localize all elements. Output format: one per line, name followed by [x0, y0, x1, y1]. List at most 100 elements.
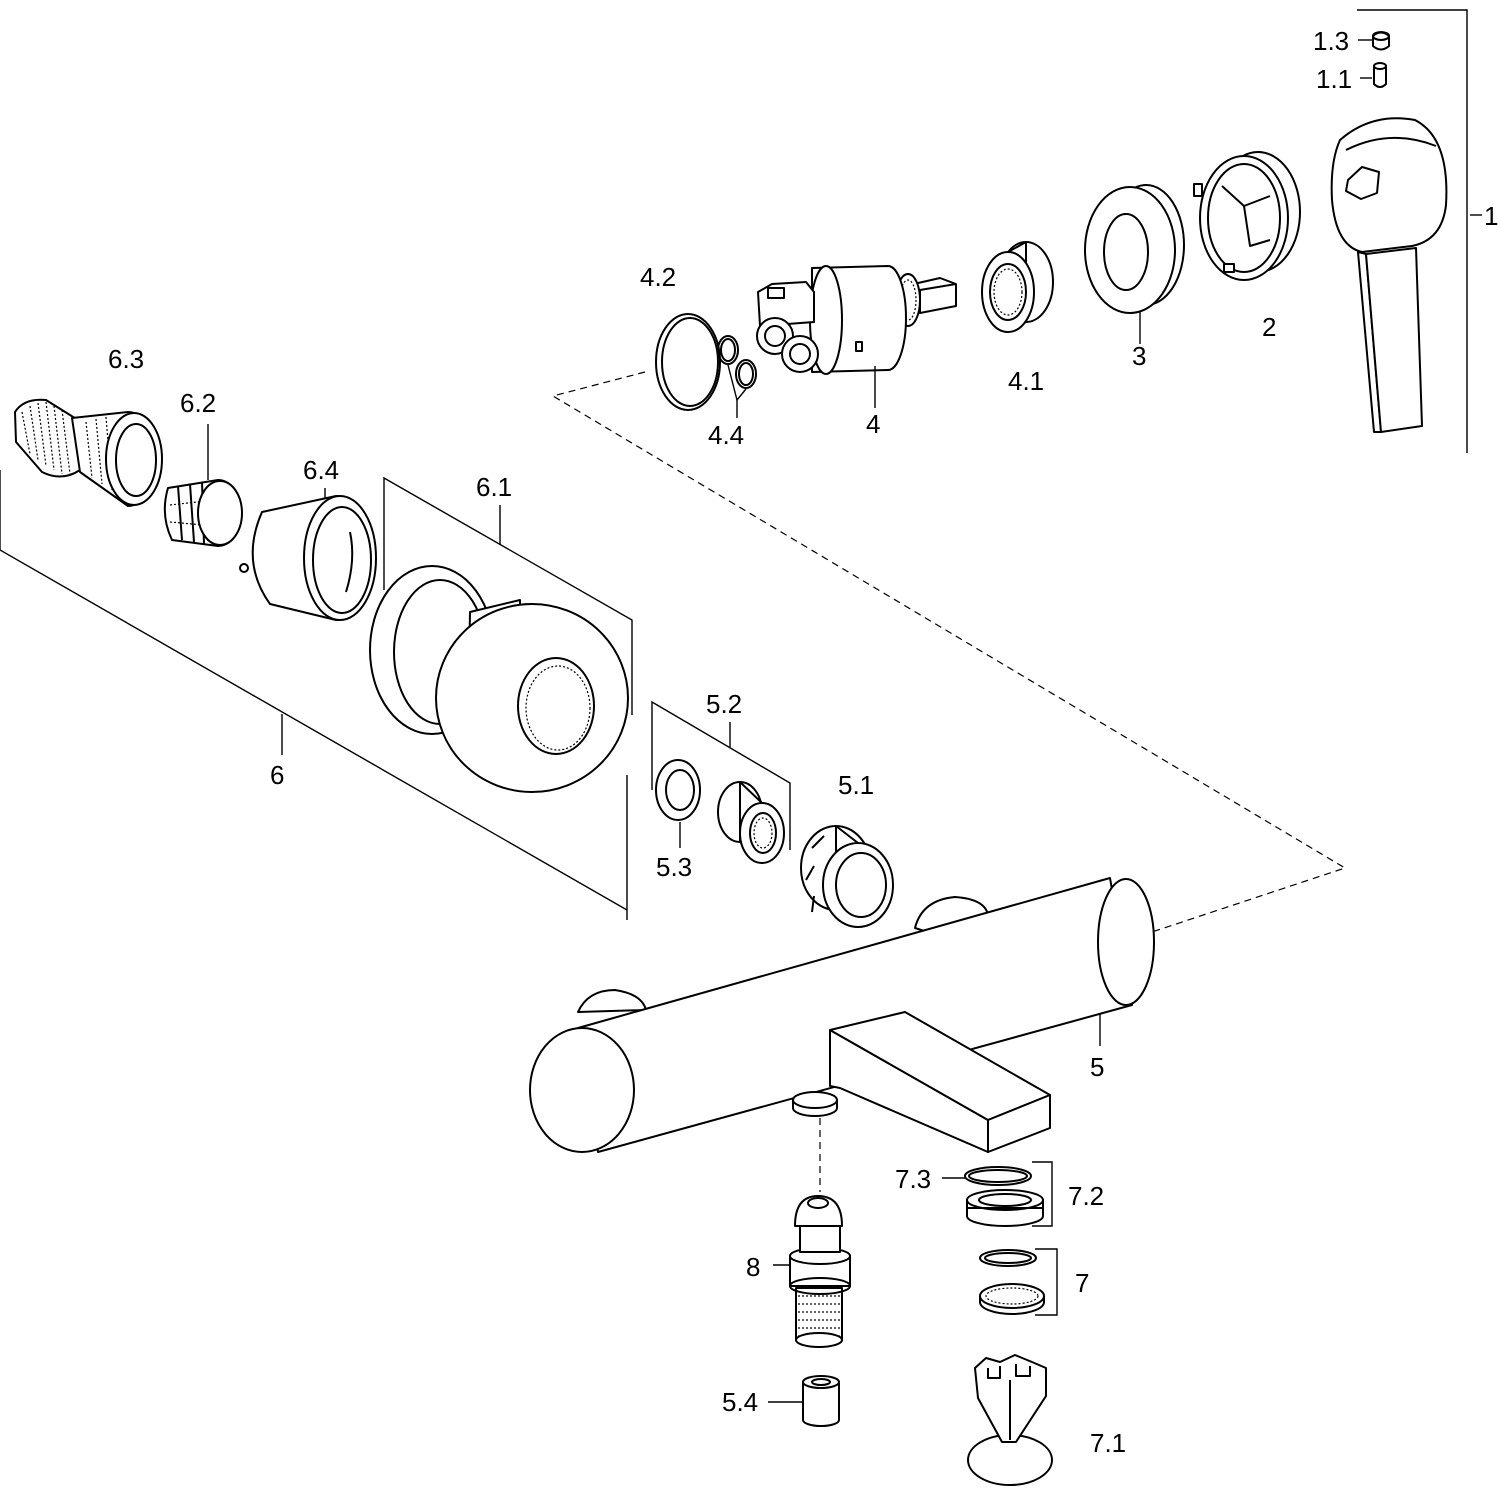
screw-top — [1373, 62, 1387, 70]
label-4-4: 4.4 — [708, 420, 744, 450]
bracket-6-1 — [383, 476, 633, 715]
part-4-2-o-ring — [655, 313, 721, 411]
cap-inner-hex-lower — [1243, 205, 1271, 247]
cartridge-port-2-inner — [789, 343, 811, 365]
part-6-4-sleeve — [239, 488, 377, 621]
part-5-3-washer — [655, 759, 701, 848]
part-5-4-insert — [768, 1375, 840, 1427]
square-socket — [1345, 166, 1380, 200]
bracket-1 — [1357, 9, 1468, 453]
label-6-2: 6.2 — [180, 388, 216, 418]
part-6-2-filter — [163, 424, 243, 547]
sleeve-opening — [312, 506, 372, 614]
diverter-knob-top — [807, 1197, 829, 1209]
part-7-1-aerator-key — [967, 1354, 1053, 1486]
seal-2-inner — [738, 362, 754, 386]
aerator-ring — [979, 1249, 1037, 1267]
connector-end — [105, 412, 163, 506]
adapter-teeth — [993, 268, 1023, 316]
cap-tab-bottom — [1223, 263, 1235, 273]
label-7-2: 7.2 — [1068, 1181, 1104, 1211]
connector-hole — [749, 812, 777, 854]
assembly-guide-line — [551, 371, 1347, 933]
filter-end — [197, 480, 243, 546]
cap-tab-top — [1193, 183, 1203, 197]
rosette-hole — [517, 657, 595, 755]
part-3-ring — [1084, 184, 1185, 344]
cartridge-port-1-inner — [764, 325, 786, 347]
ring-hole — [1103, 213, 1149, 291]
part-8-diverter — [773, 1195, 851, 1348]
label-6: 6 — [270, 760, 284, 790]
connector-end-inner — [115, 423, 157, 497]
part-6-1-rosette — [369, 565, 629, 793]
seal-inner — [968, 1169, 1028, 1183]
connector-front — [739, 802, 785, 864]
cap-top — [1372, 31, 1390, 41]
sleeve-pin — [239, 563, 249, 573]
handle-lever-front — [1365, 247, 1423, 433]
seal-1-outer — [717, 335, 739, 365]
part-1-1-screw — [1360, 62, 1387, 88]
handle-body — [1330, 117, 1448, 253]
body-bar-left-end — [529, 1027, 635, 1153]
part-5-2-connector — [717, 781, 785, 864]
label-4-1: 4.1 — [1008, 366, 1044, 396]
seal-2-outer — [735, 359, 757, 389]
body-inlet-stub-left — [577, 989, 647, 1013]
aerator-mesh — [985, 1287, 1039, 1305]
aerator-ring-inner — [984, 1252, 1032, 1264]
cap-front — [1199, 155, 1289, 281]
cartridge-port-2 — [781, 335, 819, 373]
label-4-2: 4.2 — [640, 262, 676, 292]
washer-inner — [665, 769, 695, 811]
part-7-3-seal — [942, 1166, 1032, 1186]
label-1-1: 1.1 — [1316, 64, 1352, 94]
o-ring-inner — [661, 317, 719, 407]
handle-edge — [1345, 137, 1437, 151]
diverter-neck — [799, 1223, 841, 1253]
sleeve-end — [303, 495, 377, 621]
part-1-3-screw-cap — [1358, 31, 1390, 51]
cartridge-lug-slot — [767, 287, 785, 299]
nut-front — [822, 842, 894, 928]
label-6-3: 6.3 — [108, 344, 144, 374]
nut-hole — [835, 852, 887, 918]
label-5-3: 5.3 — [656, 852, 692, 882]
key-teeth — [987, 1364, 1031, 1379]
label-2: 2 — [1262, 312, 1276, 342]
ring-front — [1084, 186, 1176, 314]
label-7-3: 7.3 — [895, 1164, 931, 1194]
label-8: 8 — [746, 1252, 760, 1282]
part-2-cover-cap — [1193, 151, 1301, 281]
bracket-7-2 — [1032, 1161, 1053, 1227]
diverter-knob — [794, 1195, 843, 1227]
label-5-2: 5.2 — [706, 689, 742, 719]
connector-spline — [753, 817, 773, 849]
rosette-thread — [525, 665, 591, 751]
nut-flats — [805, 835, 825, 913]
cartridge-marker — [855, 341, 863, 352]
label-7-1: 7.1 — [1090, 1428, 1126, 1458]
screw-body — [1373, 65, 1387, 88]
part-5-1-nut — [800, 825, 894, 928]
insert-hole — [811, 1378, 831, 1386]
part-7-aerator — [979, 1248, 1058, 1316]
part-4-cartridge — [756, 265, 957, 408]
part-4-1-adapter — [981, 241, 1054, 333]
o-ring-outer — [655, 313, 721, 411]
diverter-thread — [798, 1295, 840, 1337]
part-1-handle — [1330, 117, 1448, 433]
part-6-3-eccentric-connector — [14, 398, 163, 507]
label-1: 1 — [1484, 201, 1498, 231]
label-5: 5 — [1090, 1052, 1104, 1082]
bracket-5-2 — [651, 700, 791, 850]
sleeve-slot — [345, 531, 354, 593]
label-1-3: 1.3 — [1313, 26, 1349, 56]
label-3: 3 — [1132, 341, 1146, 371]
label-4: 4 — [866, 409, 880, 439]
diverter-outlet-top — [792, 1091, 838, 1109]
insert-body — [802, 1381, 840, 1427]
diverter-collar-bottom — [789, 1277, 851, 1295]
